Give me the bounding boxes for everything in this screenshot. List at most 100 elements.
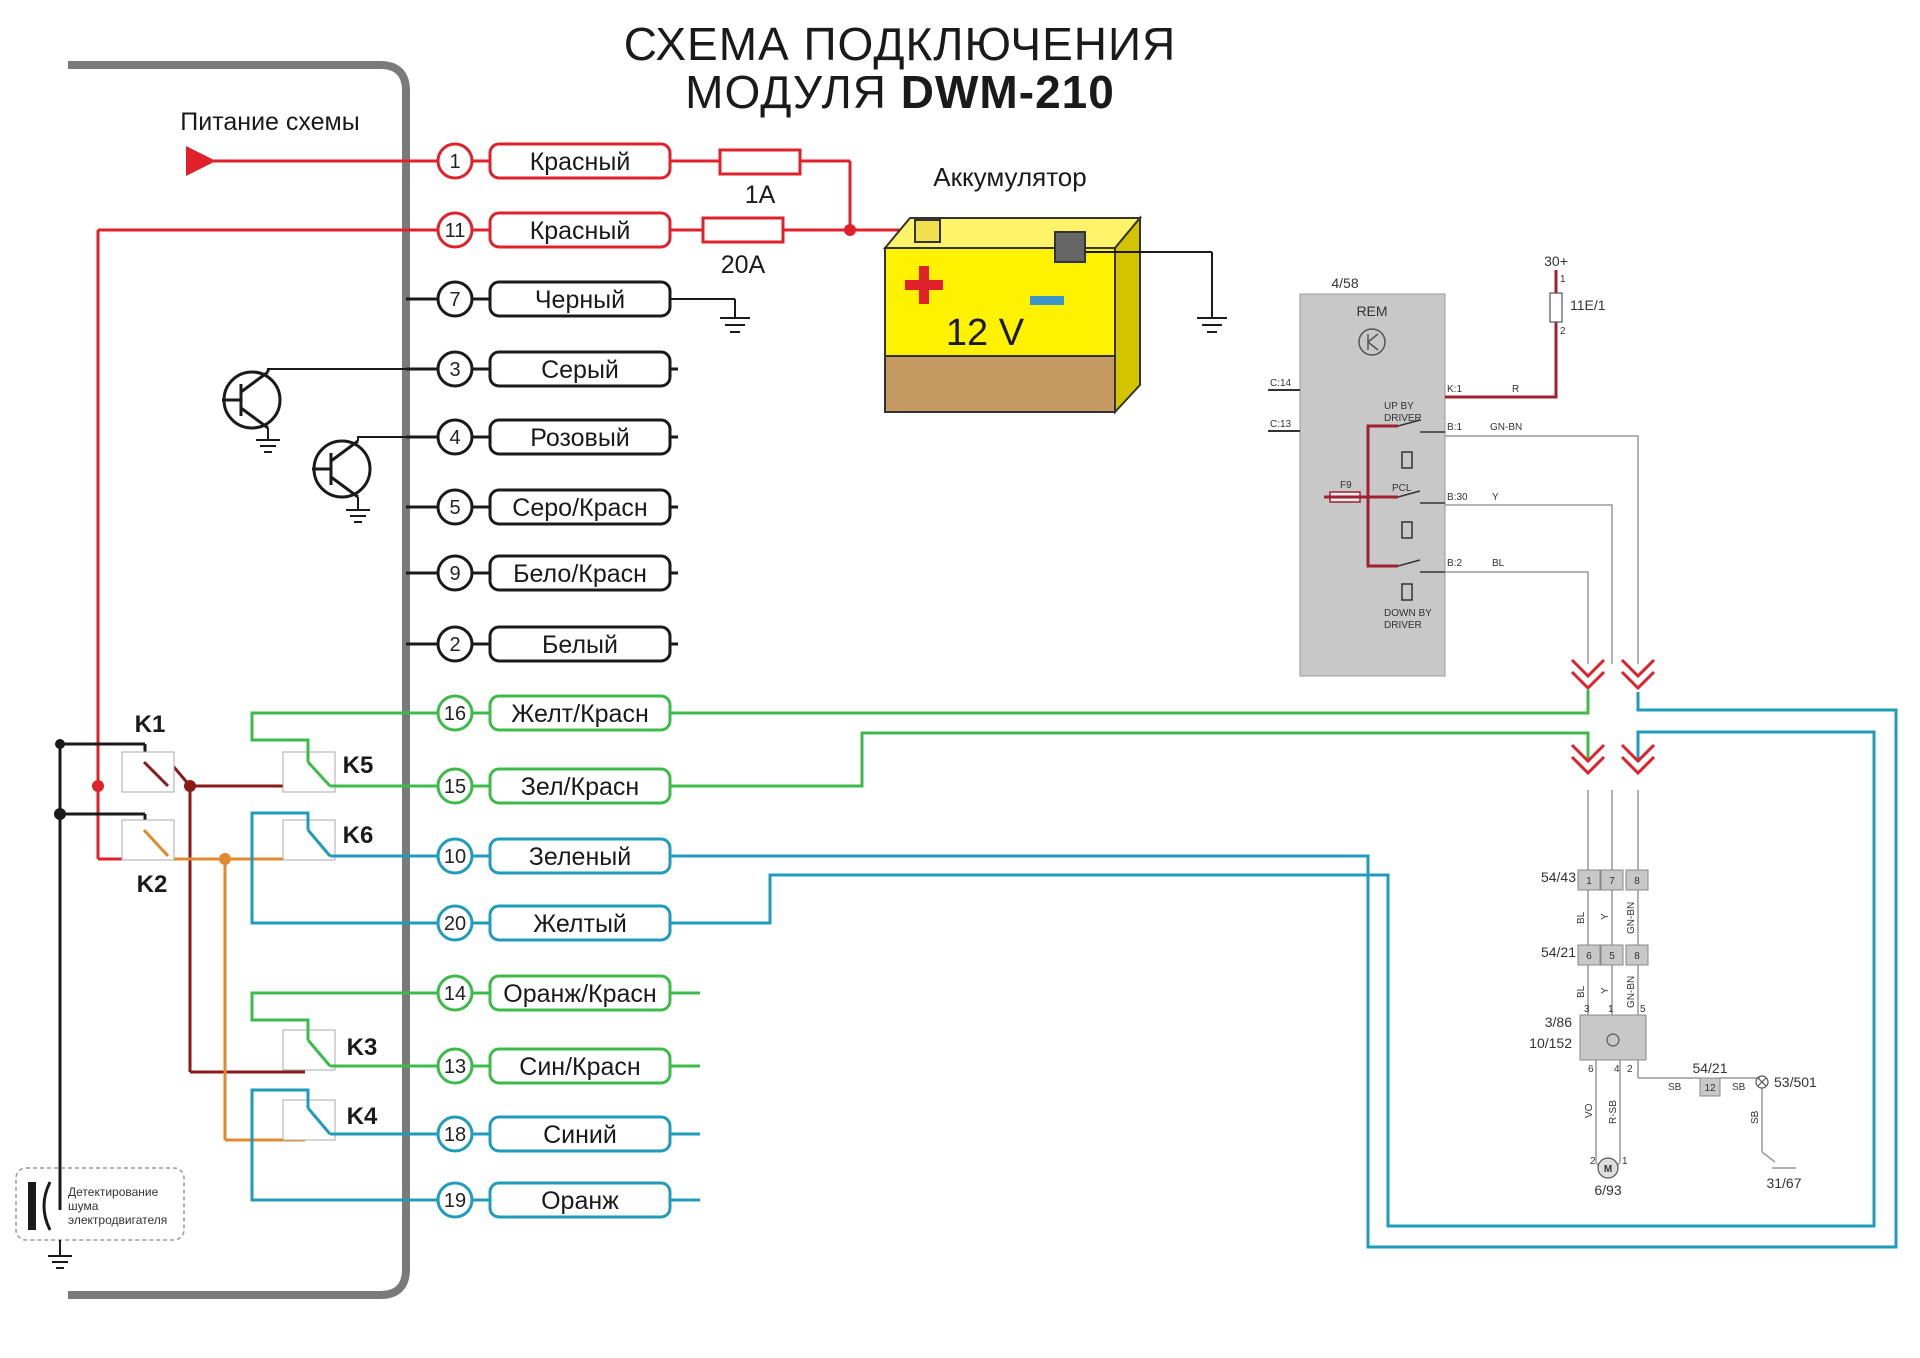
svg-text:1: 1 — [1560, 274, 1566, 285]
wire-color-label: Зел/Красн — [521, 773, 639, 801]
switch-3-86: 3 1 5 6 4 2 — [1579, 1004, 1647, 1075]
pin-number: 11 — [445, 220, 466, 242]
svg-text:12: 12 — [1704, 1083, 1716, 1094]
fuse-1a-label: 1A — [745, 181, 776, 209]
svg-text:6: 6 — [1588, 1064, 1594, 1075]
svg-text:BL: BL — [1576, 911, 1587, 924]
supply-label: 30+ — [1544, 253, 1568, 269]
svg-text:1: 1 — [1586, 876, 1592, 887]
rem-outputs — [1445, 270, 1639, 664]
pin-number: 9 — [449, 563, 460, 585]
pin-5: 5 Серо/Красн — [406, 488, 678, 526]
transistor-4 — [312, 436, 438, 523]
wire-color-label: Серый — [541, 356, 619, 384]
svg-text:GN-BN: GN-BN — [1490, 422, 1522, 433]
svg-text:2: 2 — [1560, 326, 1566, 337]
wire-color-label: Белый — [542, 631, 618, 659]
pin-number: 4 — [449, 427, 460, 449]
svg-text:GN-BN: GN-BN — [1626, 902, 1637, 934]
title-line-2: МОДУЛЯ DWM-210 — [685, 66, 1115, 118]
svg-text:7: 7 — [1609, 876, 1615, 887]
supply-fuse-label: 11E/1 — [1570, 297, 1606, 313]
svg-text:UP BY: UP BY — [1384, 401, 1414, 412]
svg-text:DRIVER: DRIVER — [1384, 413, 1422, 424]
svg-text:54/43: 54/43 — [1541, 869, 1576, 885]
relay-label-k1: K1 — [135, 711, 166, 738]
pin-4: 4 Розовый — [406, 418, 678, 456]
pin-number: 2 — [449, 634, 460, 656]
svg-text:31/67: 31/67 — [1766, 1175, 1801, 1191]
relay-label-k5: K5 — [343, 752, 374, 779]
pin-number: 5 — [449, 497, 460, 519]
transistor-3 — [222, 368, 438, 453]
module-housing — [68, 61, 410, 1299]
harness-wires — [670, 690, 1898, 1249]
pin-number: 3 — [449, 359, 460, 381]
junction-red — [92, 780, 104, 792]
svg-text:R: R — [1512, 384, 1519, 395]
svg-text:DRIVER: DRIVER — [1384, 620, 1422, 631]
power-label: Питание схемы — [180, 108, 359, 136]
pin-15: 15 Зел/Красн — [406, 767, 672, 805]
fuse-1a — [718, 148, 802, 176]
pin-2: 2 Белый — [406, 625, 678, 663]
svg-text:F9: F9 — [1340, 480, 1352, 491]
svg-text:B:2: B:2 — [1447, 558, 1462, 569]
svg-text:BL: BL — [1492, 558, 1505, 569]
relay-label-k3: K3 — [347, 1034, 378, 1061]
wire-color-label: Зеленый — [529, 843, 631, 871]
svg-text:REM: REM — [1356, 303, 1387, 319]
svg-text:54/21: 54/21 — [1541, 944, 1576, 960]
wire-color-label: Бело/Красн — [513, 560, 647, 588]
wire-color-label: Оранж — [541, 1187, 619, 1215]
svg-text:B:30: B:30 — [1447, 492, 1468, 503]
svg-text:53/501: 53/501 — [1774, 1074, 1817, 1090]
pin-number: 16 — [444, 703, 466, 725]
wire-color-label: Синий — [543, 1121, 617, 1149]
wire-color-label: Желт/Красн — [511, 700, 649, 728]
junction-k2 — [219, 853, 231, 865]
wire-color-label: Желтый — [533, 910, 627, 938]
svg-text:2: 2 — [1627, 1064, 1633, 1075]
svg-text:2: 2 — [1590, 1156, 1596, 1167]
svg-text:8: 8 — [1634, 951, 1640, 962]
relay-label-k4: K4 — [347, 1103, 378, 1130]
connector-54-21: 6 5 8 — [1577, 944, 1649, 966]
svg-text:4/58: 4/58 — [1331, 275, 1358, 291]
wire-color-label: Оранж/Красн — [503, 980, 656, 1008]
pin-9: 9 Бело/Красн — [406, 554, 678, 592]
wire-color-label: Серо/Красн — [512, 494, 647, 522]
svg-text:BL: BL — [1576, 985, 1587, 998]
ground-branch: SB 54/21 12 SB 53/501 SB 31/67 — [1668, 1060, 1817, 1191]
svg-text:SB: SB — [1668, 1082, 1682, 1093]
cut-markers — [1570, 658, 1656, 776]
svg-text:B:1: B:1 — [1447, 422, 1462, 433]
svg-text:5: 5 — [1640, 1004, 1646, 1015]
rem-module: 4/58 REM C:14 C:13 UP BY DRIVER PCL DOWN… — [1268, 275, 1522, 677]
pin-number: 15 — [444, 776, 466, 798]
fuse-20a — [701, 216, 785, 244]
svg-text:SB: SB — [1732, 1082, 1746, 1093]
svg-text:1: 1 — [1622, 1156, 1628, 1167]
svg-text:Y: Y — [1600, 987, 1611, 994]
svg-text:54/21: 54/21 — [1692, 1060, 1727, 1076]
supply-fuse — [1549, 292, 1563, 323]
svg-text:Детектирование: Детектирование — [68, 1185, 159, 1199]
relay-label-k6: K6 — [343, 822, 374, 849]
svg-text:5: 5 — [1609, 951, 1615, 962]
svg-text:3/86: 3/86 — [1545, 1014, 1572, 1030]
motor: M 2 1 6/93 — [1590, 1150, 1628, 1198]
junction-black-1 — [54, 808, 66, 820]
junction-black-2 — [55, 739, 65, 749]
mic-ground — [48, 1240, 72, 1269]
wire-color-label: Розовый — [530, 424, 630, 452]
junction-k1 — [184, 780, 196, 792]
pin-number: 19 — [444, 1190, 466, 1212]
